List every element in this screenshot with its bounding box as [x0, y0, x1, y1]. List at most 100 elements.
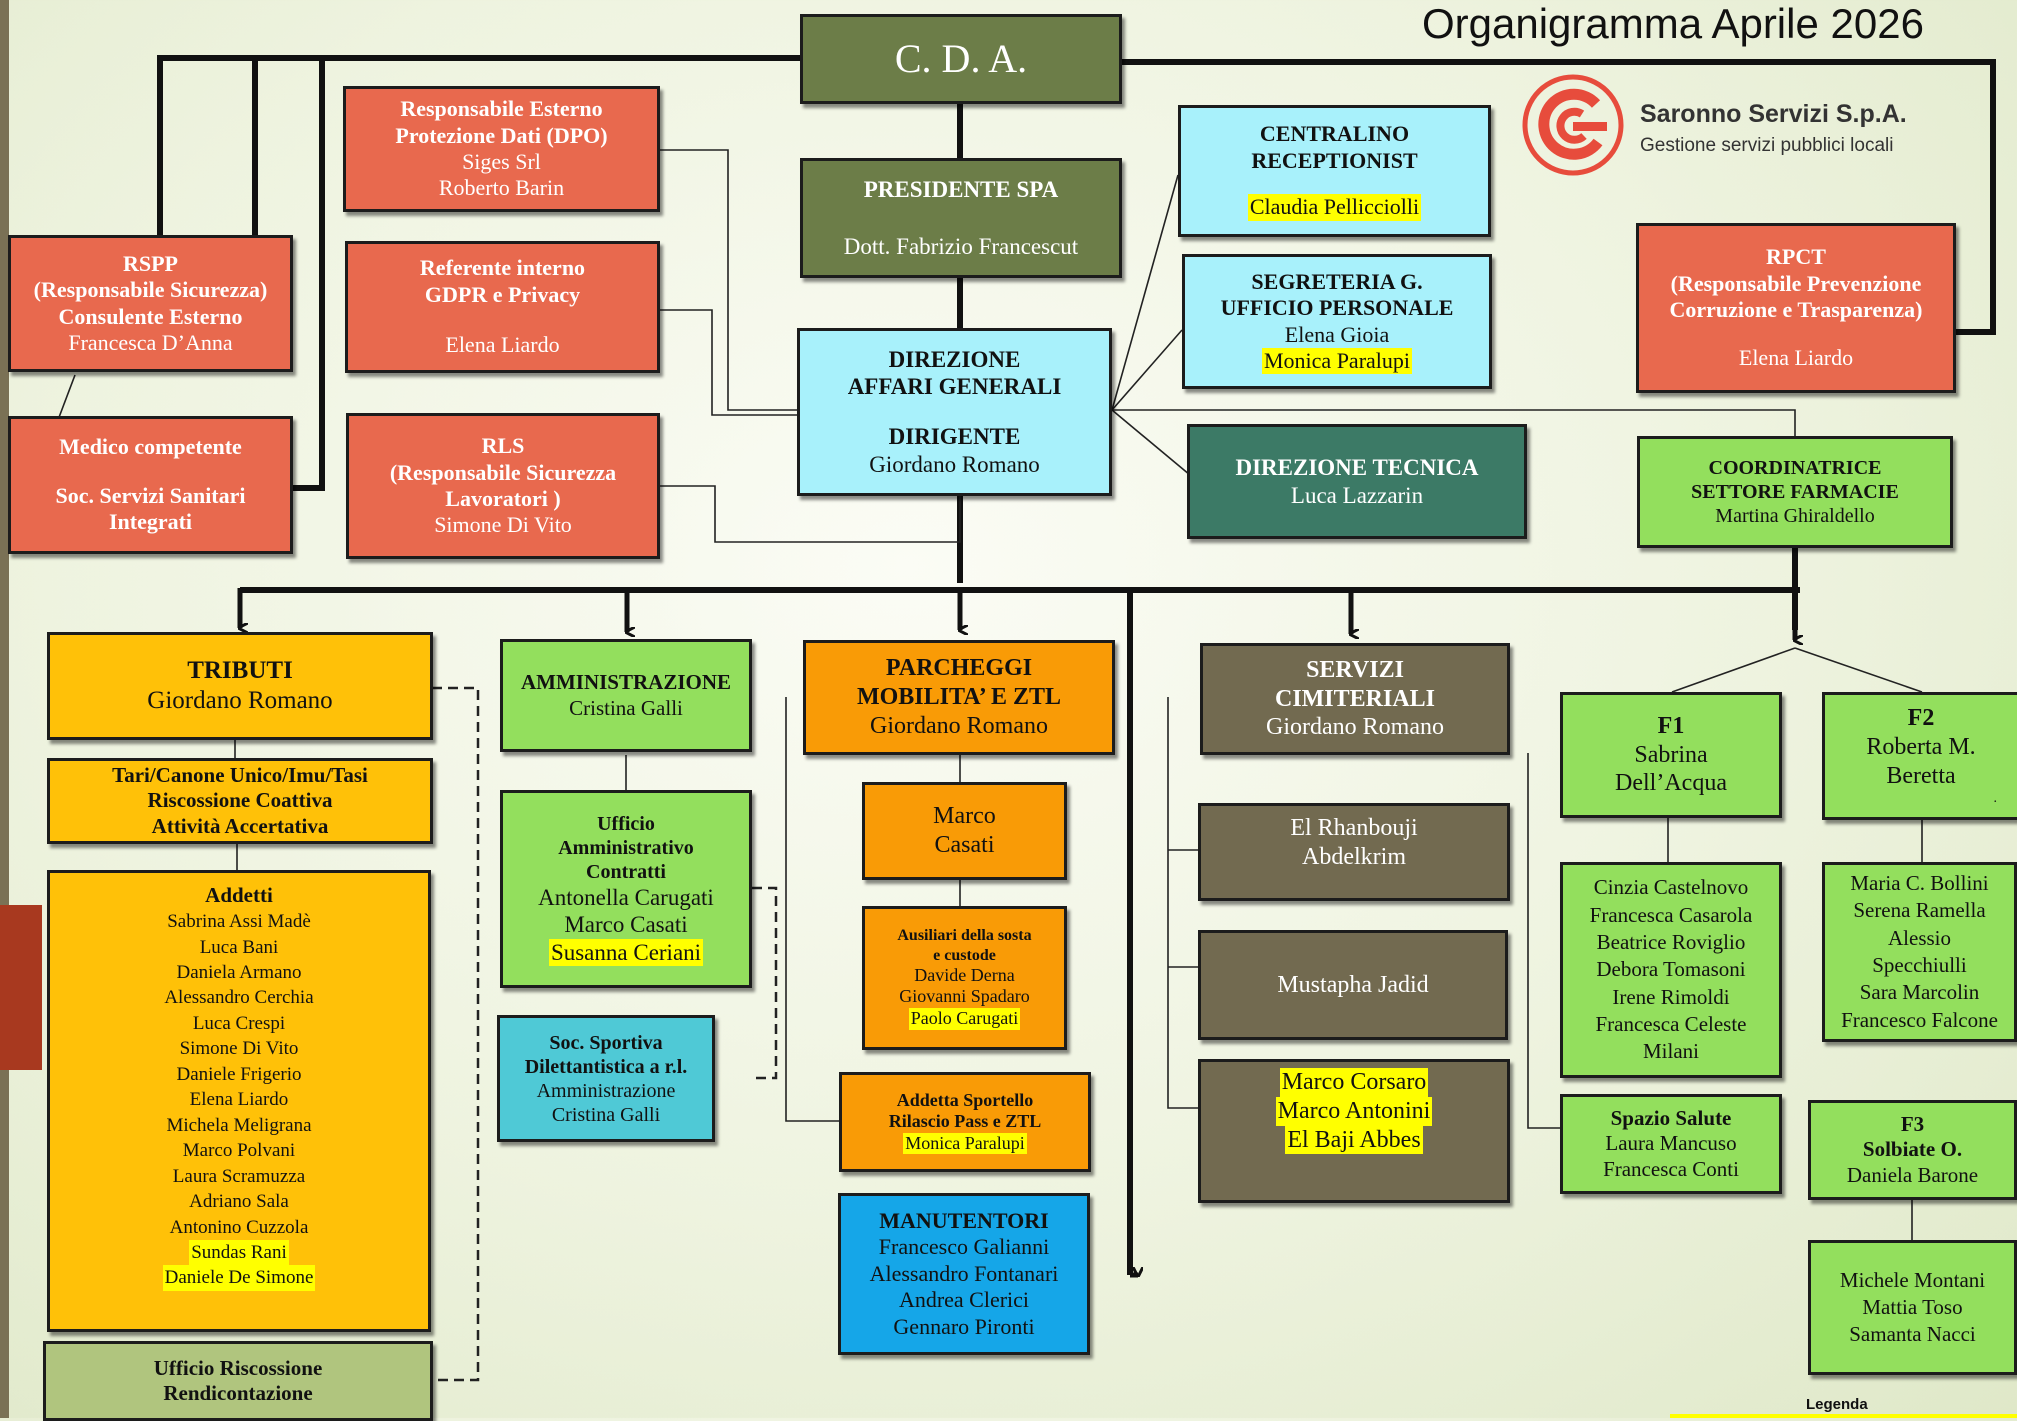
node-label: Ufficio — [597, 812, 655, 835]
node-label: Francesco Galianni — [878, 1234, 1050, 1260]
node-label: Giordano Romano — [1266, 714, 1444, 741]
node-el-rhanbouji: El Rhanbouji Abdelkrim — [1198, 803, 1510, 901]
node-label: AFFARI GENERALI — [847, 374, 1062, 400]
member-name: Michela Meligrana — [166, 1114, 312, 1136]
node-label: Davide Derna — [914, 964, 1015, 985]
node-label: (Responsabile Sicurezza — [389, 459, 617, 485]
member-name: Sabrina Assi Madè — [167, 911, 311, 933]
node-label: Martina Ghiraldello — [1715, 505, 1875, 527]
node-label: Corruzione e Trasparenza) — [1669, 297, 1923, 322]
member-name: Francesca Celeste — [1595, 1011, 1747, 1036]
node-label: Francesca Conti — [1603, 1156, 1739, 1181]
member-name: Antonino Cuzzola — [169, 1216, 309, 1238]
node-direzione-tecnica: DIREZIONE TECNICA Luca Lazzarin — [1187, 424, 1527, 539]
member-name: Daniele Frigerio — [176, 1063, 302, 1085]
logo-mark-icon — [1522, 74, 1624, 176]
left-decorative-bar — [0, 0, 9, 1418]
node-label: Responsabile Esterno — [400, 96, 603, 122]
node-label: El Rhanbouji — [1290, 815, 1418, 841]
node-label: Marco Antonini — [1275, 1096, 1433, 1126]
node-label: Alessandro Fontanari — [869, 1260, 1059, 1286]
legend-strip — [1670, 1414, 2017, 1418]
node-f2: F2 Roberta M. Beretta . — [1822, 692, 2017, 820]
member-name: Cinzia Castelnovo — [1593, 875, 1749, 900]
member-name: Irene Rimoldi — [1612, 984, 1730, 1009]
member-name: Luca Crespi — [192, 1012, 286, 1034]
node-label: Monica Paralupi — [903, 1132, 1027, 1155]
node-ausiliari: Ausiliari della sosta e custode Davide D… — [862, 906, 1067, 1050]
node-label: DIREZIONE — [888, 346, 1021, 372]
node-label: Dell’Acqua — [1615, 770, 1727, 797]
member-name: Sara Marcolin — [1859, 980, 1980, 1005]
node-label: RECEPTIONIST — [1251, 147, 1418, 173]
node-label: Monica Paralupi — [1261, 347, 1413, 375]
member-name: Sundas Rani — [189, 1240, 289, 1266]
node-label: Dott. Fabrizio Francescut — [843, 233, 1079, 259]
node-label: Amministrazione — [536, 1079, 676, 1102]
node-label: Contratti — [586, 860, 666, 883]
node-label: Protezione Dati (DPO) — [395, 122, 608, 148]
node-label: Marco Casati — [564, 912, 688, 938]
node-ufficio-contratti: Ufficio Amministrativo Contratti Antonel… — [500, 790, 752, 988]
node-rpct: RPCT (Responsabile Prevenzione Corruzion… — [1636, 223, 1956, 393]
node-label: Medico competente — [59, 434, 242, 460]
member-name: Specchiulli — [1872, 953, 1967, 977]
node-label: Daniela Barone — [1846, 1162, 1979, 1187]
node-label: Siges Srl — [462, 149, 541, 174]
node-label: Gennaro Pironti — [893, 1313, 1035, 1339]
node-label: Soc. Sportiva — [549, 1031, 663, 1054]
member-name: Alessio — [1888, 925, 1951, 950]
node-label: (Responsabile Prevenzione — [1670, 270, 1922, 296]
node-label: Giordano Romano — [869, 451, 1040, 477]
node-label: Marco Corsaro — [1279, 1068, 1429, 1097]
node-label: Addetta Sportello — [896, 1089, 1034, 1110]
node-label: SEGRETERIA G. — [1251, 268, 1423, 294]
company-logo: Saronno Servizi S.p.A. Gestione servizi … — [1518, 70, 1938, 195]
node-label: PARCHEGGI — [885, 655, 1033, 682]
node-label: Elena Liardo — [445, 332, 560, 358]
node-rls: RLS (Responsabile Sicurezza Lavoratori )… — [346, 413, 660, 559]
member-name: Alessandro Cerchia — [164, 987, 314, 1009]
node-label: Tari/Canone Unico/Imu/Tasi — [112, 763, 368, 788]
node-label: Ufficio Riscossione — [153, 1355, 323, 1380]
node-label: Giordano Romano — [870, 712, 1048, 739]
node-presidente: PRESIDENTE SPA Dott. Fabrizio Francescut — [800, 158, 1122, 278]
node-mustapha-jadid: Mustapha Jadid — [1198, 930, 1508, 1040]
member-name: Francesca Casarola — [1589, 902, 1753, 927]
member-name: Michele Montani — [1839, 1267, 1986, 1292]
node-servizi-cimiteriali: SERVIZI CIMITERIALI Giordano Romano — [1200, 643, 1510, 755]
node-coordinatrice-farmacie: COORDINATRICE SETTORE FARMACIE Martina G… — [1637, 436, 1953, 548]
node-label: Ausiliari della sosta — [897, 927, 1032, 945]
node-label: Referente interno — [419, 255, 586, 281]
node-label: CENTRALINO — [1259, 121, 1410, 147]
node-label: Marco — [933, 803, 996, 830]
node-f3: F3 Solbiate O. Daniela Barone — [1808, 1100, 2017, 1200]
node-label: Riscossione Coattiva — [147, 788, 333, 813]
legend-label: Legenda — [1806, 1396, 1868, 1413]
node-label: Elena Liardo — [1738, 345, 1854, 371]
node-label: F1 — [1657, 712, 1685, 739]
member-name: Daniele De Simone — [162, 1265, 316, 1291]
node-label: Spazio Salute — [1610, 1106, 1732, 1131]
member-name: Francesco Falcone — [1841, 1007, 1998, 1032]
node-ufficio-riscossione: Ufficio Riscossione Rendicontazione — [43, 1341, 433, 1421]
node-label: F2 — [1907, 705, 1935, 732]
node-spazio-salute: Spazio Salute Laura Mancuso Francesca Co… — [1560, 1094, 1782, 1194]
node-label: Luca Lazzarin — [1290, 482, 1424, 508]
node-marco-casati: Marco Casati — [862, 782, 1067, 880]
node-medico-competente: Medico competente Soc. Servizi Sanitari … — [8, 416, 293, 554]
member-name: Laura Scramuzza — [172, 1165, 306, 1187]
node-manutentori: MANUTENTORI Francesco Galianni Alessandr… — [838, 1193, 1090, 1355]
node-amministrazione: AMMINISTRAZIONE Cristina Galli — [500, 639, 752, 752]
node-label: Consulente Esterno — [58, 303, 243, 329]
node-label: Rendicontazione — [163, 1381, 313, 1405]
node-cda: C. D. A. — [800, 14, 1122, 104]
node-label: Francesca D’Anna — [68, 329, 233, 355]
node-label: e custode — [933, 946, 996, 964]
node-label: Integrati — [108, 509, 193, 535]
node-label: Beretta — [1886, 763, 1956, 789]
node-label: Claudia Pellicciolli — [1247, 194, 1422, 221]
